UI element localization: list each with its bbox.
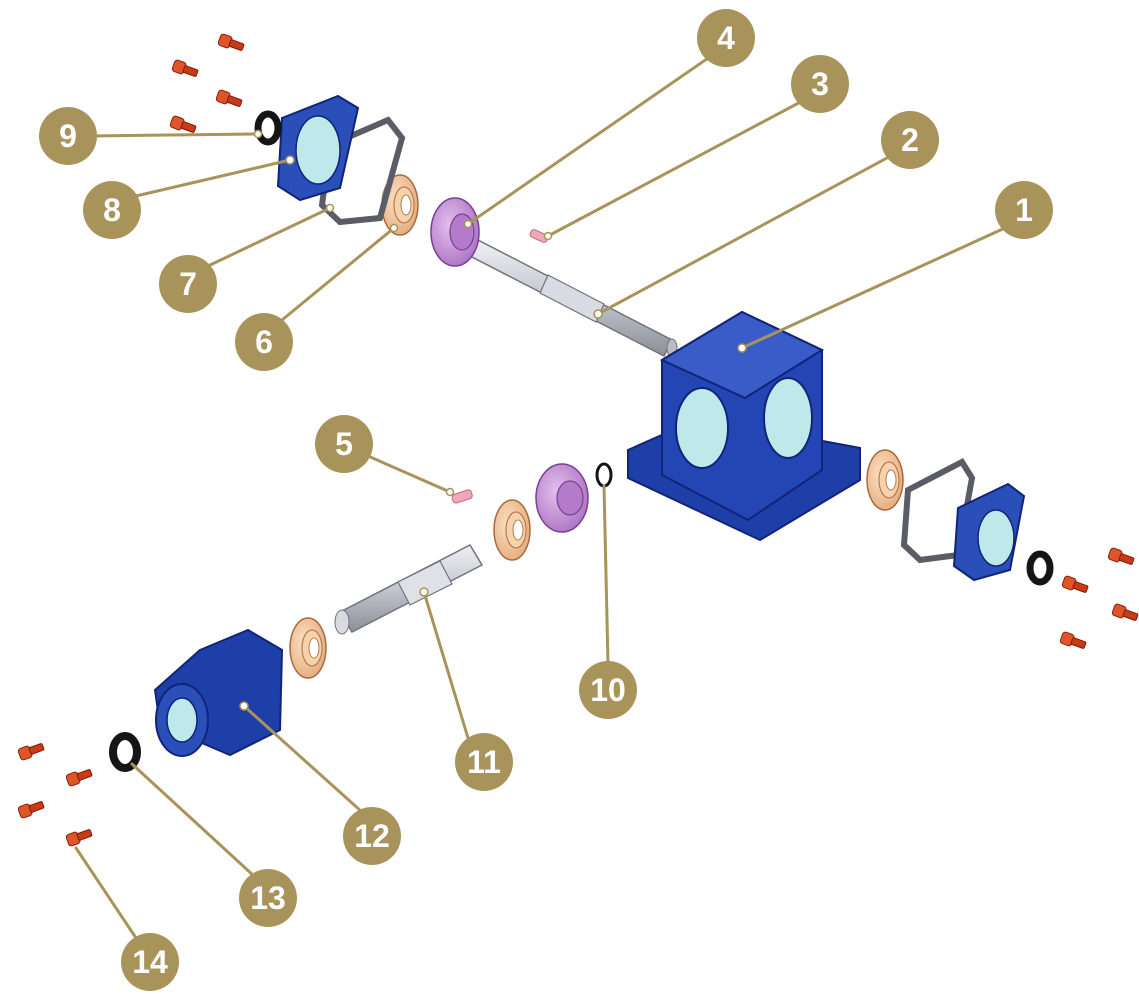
right-cover-bolts xyxy=(1058,546,1139,652)
callout-10-label: 10 xyxy=(590,672,626,708)
leader-10 xyxy=(602,484,610,666)
callout-8-label: 8 xyxy=(103,192,121,228)
callout-6: 6 xyxy=(235,313,293,371)
gearbox-housing xyxy=(627,310,861,542)
lower-flange-bolts xyxy=(16,740,94,848)
callout-13: 13 xyxy=(239,869,297,927)
upper-cover-bolts xyxy=(168,32,246,136)
leader-8 xyxy=(134,158,292,198)
callout-3-label: 3 xyxy=(811,66,829,102)
callout-13-label: 13 xyxy=(250,880,286,916)
leader-5 xyxy=(366,454,452,494)
leader-lines xyxy=(74,52,1020,940)
leader-12 xyxy=(242,704,364,814)
lower-flange-housing xyxy=(153,628,284,757)
leader-end-dots xyxy=(239,129,747,711)
callout-5-label: 5 xyxy=(335,426,353,462)
leader-14 xyxy=(74,846,138,940)
callout-14-label: 14 xyxy=(132,944,168,980)
callout-2-label: 2 xyxy=(901,122,919,158)
callouts: 1 2 3 4 5 6 7 8 xyxy=(39,9,1053,991)
leader-2 xyxy=(596,150,900,316)
callout-2: 2 xyxy=(881,111,939,169)
circlip xyxy=(595,462,613,488)
callout-11: 11 xyxy=(455,733,513,791)
callout-12: 12 xyxy=(343,807,401,865)
callout-1-label: 1 xyxy=(1015,192,1033,228)
callout-7: 7 xyxy=(159,255,217,313)
leader-4 xyxy=(466,52,716,226)
callout-10: 10 xyxy=(579,661,637,719)
callout-4: 4 xyxy=(697,9,755,67)
callout-4-label: 4 xyxy=(717,20,735,56)
upper-bearing-cover xyxy=(276,94,360,202)
callout-6-label: 6 xyxy=(255,324,273,360)
lower-oil-seal xyxy=(109,732,141,772)
upper-oil-seal xyxy=(254,110,282,146)
right-bearing xyxy=(866,449,904,511)
callout-14: 14 xyxy=(121,933,179,991)
callout-3: 3 xyxy=(791,55,849,113)
bevel-pinion-gear xyxy=(430,197,480,267)
callout-5: 5 xyxy=(315,415,373,473)
leader-1 xyxy=(740,220,1020,350)
upper-gasket xyxy=(318,116,406,226)
callout-12-label: 12 xyxy=(354,818,390,854)
lower-outer-bearing xyxy=(289,617,327,679)
callout-9: 9 xyxy=(39,107,97,165)
callout-7-label: 7 xyxy=(179,266,197,302)
upper-output-shaft xyxy=(468,238,678,358)
lower-shaft-assembly xyxy=(16,462,613,848)
callout-11-label: 11 xyxy=(467,744,501,780)
leader-9 xyxy=(88,132,260,138)
right-bearing-cover xyxy=(952,482,1026,582)
lower-inner-bearing xyxy=(493,499,531,561)
callout-9-label: 9 xyxy=(59,118,77,154)
leader-7 xyxy=(206,206,332,268)
leader-3 xyxy=(546,96,810,238)
bevel-wheel-gear xyxy=(535,463,589,533)
right-side-assembly xyxy=(866,449,1139,652)
callout-8: 8 xyxy=(83,181,141,239)
leader-6 xyxy=(280,226,396,322)
right-oil-seal xyxy=(1026,550,1054,586)
leader-13 xyxy=(130,762,256,878)
callout-1: 1 xyxy=(995,181,1053,239)
leader-11 xyxy=(422,590,470,740)
shaft-key-lower xyxy=(451,489,473,504)
upper-shaft-assembly xyxy=(168,32,678,358)
lower-input-shaft xyxy=(334,544,484,635)
